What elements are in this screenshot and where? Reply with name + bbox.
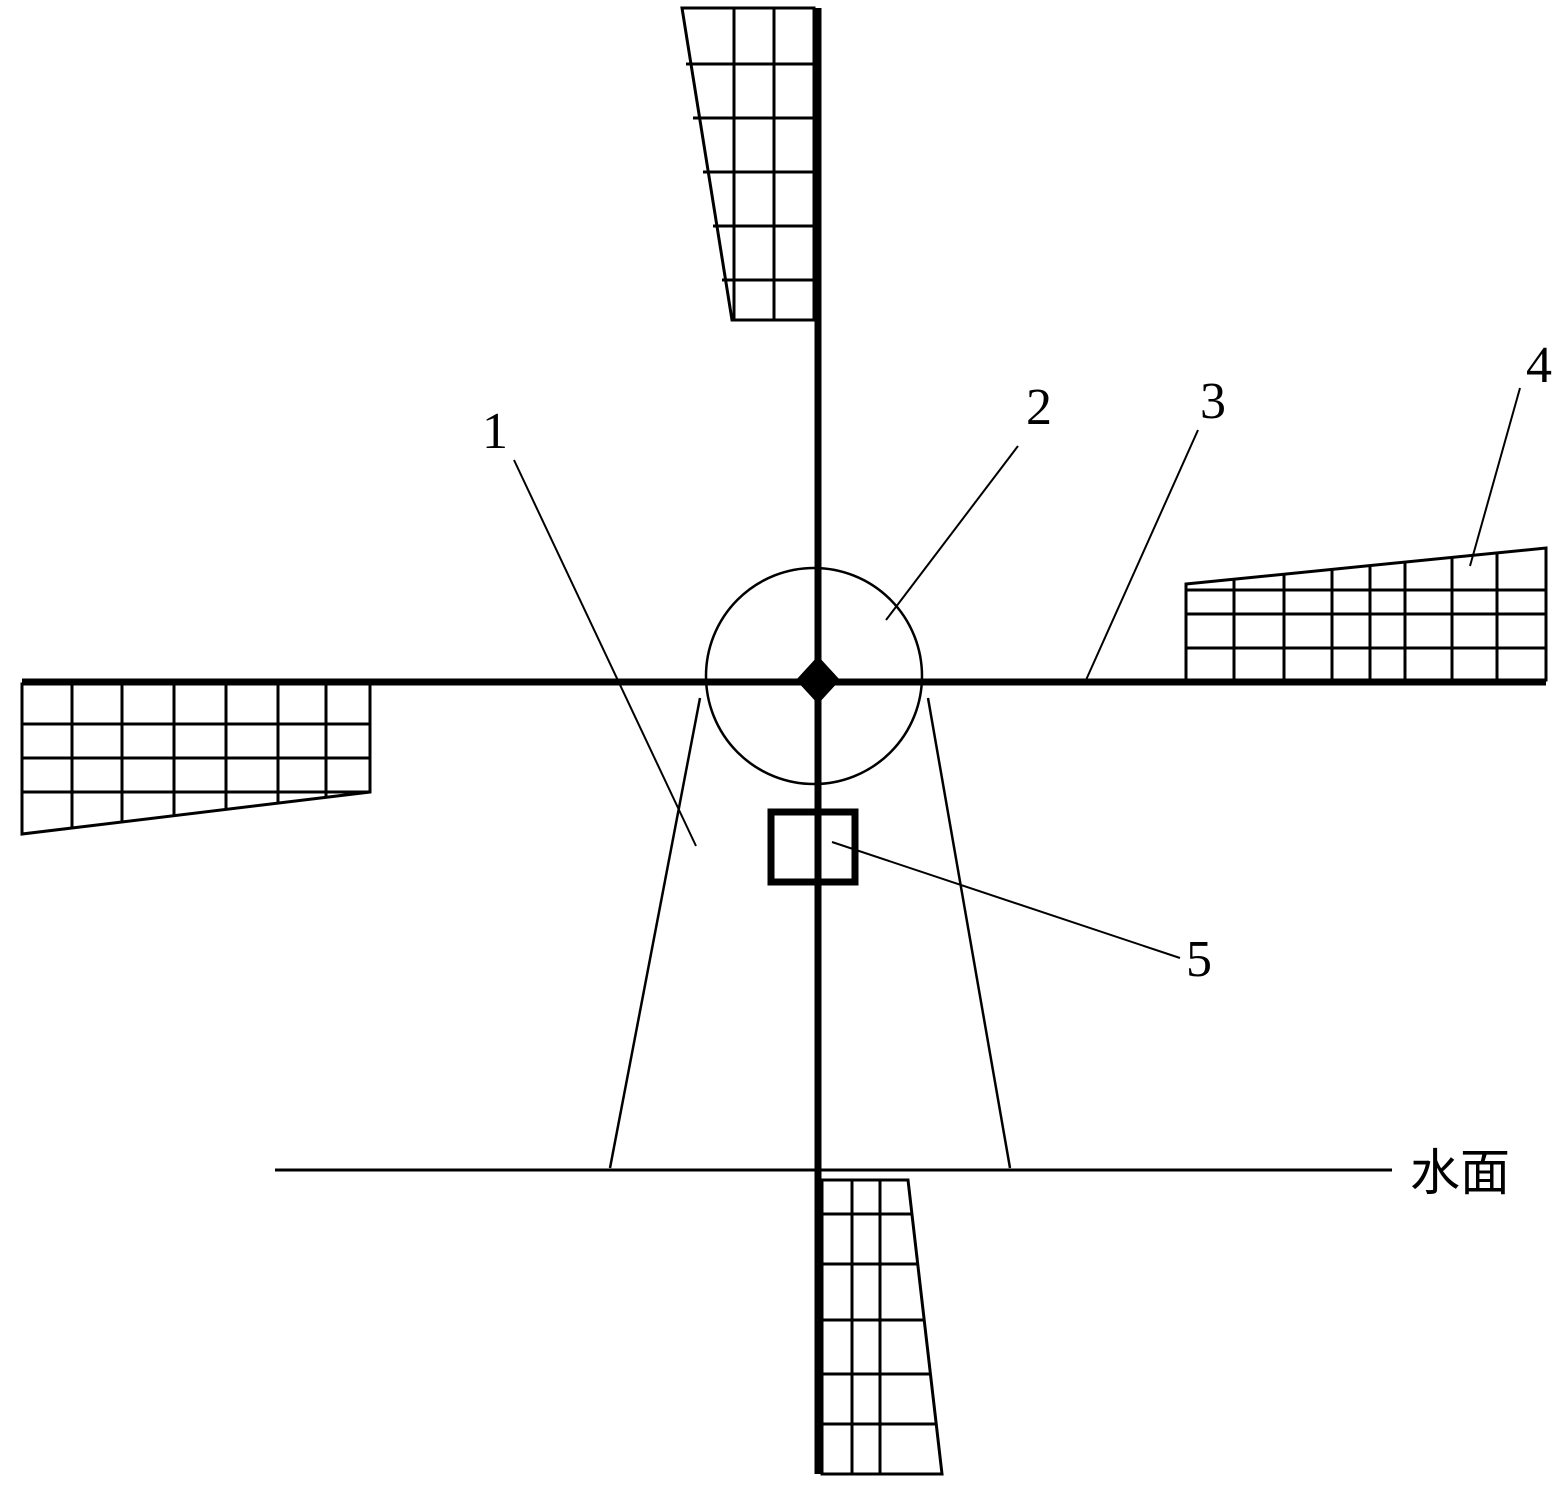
leader-5 [831, 841, 1181, 959]
sail-right [1184, 546, 1548, 682]
label-2: 2 [1026, 379, 1052, 436]
sail-left [20, 682, 372, 836]
leader-4 [1469, 387, 1521, 567]
label-1: 1 [482, 403, 508, 460]
leader-2 [885, 445, 1019, 621]
leader-1 [513, 459, 697, 847]
water-surface-label: 水面 [1410, 1144, 1510, 1202]
hub-diamond [796, 656, 840, 704]
leader-lines [513, 387, 1521, 959]
tower-body [608, 697, 1012, 1169]
label-5: 5 [1186, 931, 1212, 988]
sail-bottom [820, 1178, 944, 1476]
label-4: 4 [1526, 337, 1552, 394]
label-3: 3 [1200, 373, 1226, 430]
sail-top [680, 6, 816, 322]
hub-circle [704, 566, 924, 786]
leader-3 [1085, 429, 1199, 681]
gear-box [767, 808, 859, 886]
